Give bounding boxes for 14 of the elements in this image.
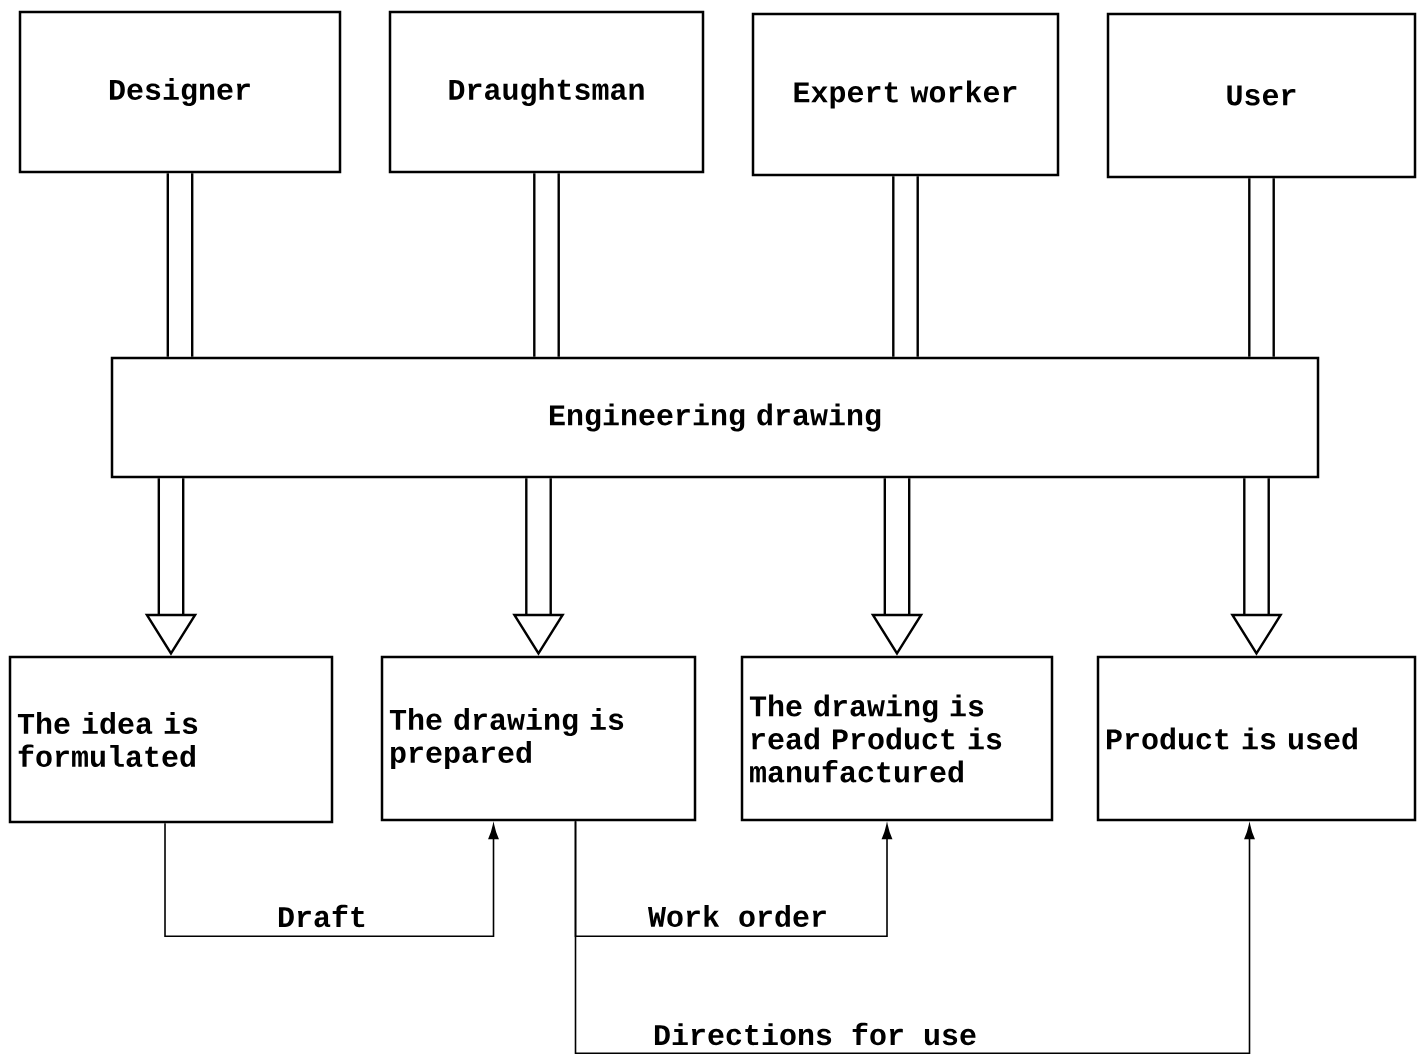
- connector-arrow: [164, 822, 499, 938]
- step-box: The idea is formulated: [8, 655, 334, 824]
- role-box: User: [1106, 12, 1417, 179]
- edge-label: Work order: [647, 904, 829, 928]
- edge-label: Draft: [276, 903, 368, 929]
- role-box: Expert worker: [751, 12, 1060, 177]
- role-box: Draughtsman: [388, 10, 705, 174]
- connector-arrow: [574, 820, 1255, 1055]
- step-box: The drawing is read Product is manufactured: [740, 655, 1054, 822]
- step-box: Product is used: [1096, 655, 1417, 822]
- role-box: Designer: [18, 10, 342, 174]
- band-box: Engineering drawing: [110, 356, 1320, 479]
- edge-label: Directions for use: [652, 1021, 979, 1047]
- step-box: The drawing is prepared: [380, 655, 697, 822]
